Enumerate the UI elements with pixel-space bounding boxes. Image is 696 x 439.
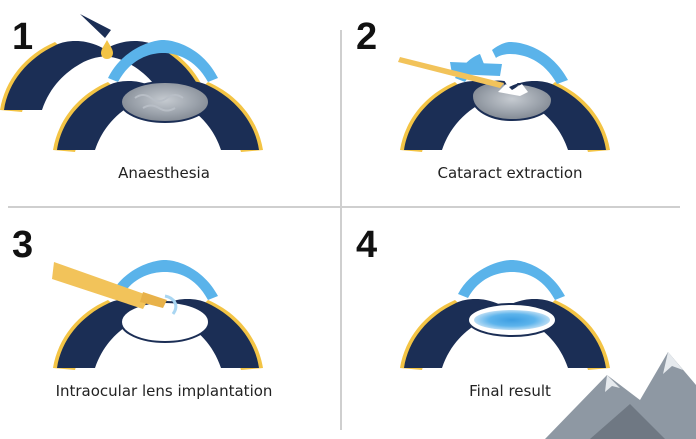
cornea-flap <box>450 62 502 76</box>
iol-haptic <box>164 294 178 315</box>
implanted-iol <box>474 310 550 330</box>
panel-2 <box>400 42 610 152</box>
cornea <box>458 260 565 300</box>
injector-tip <box>140 292 167 308</box>
panel-1 <box>53 40 263 152</box>
iris-left <box>4 41 112 110</box>
step-number-1: 1 <box>12 16 34 58</box>
step-number-4: 4 <box>356 224 378 266</box>
empty-capsule <box>120 301 210 343</box>
mountain-watermark-icon <box>545 352 696 439</box>
caption-iol-implantation: Intraocular lens implantation <box>55 382 273 400</box>
lens-texture <box>134 94 184 112</box>
cornea <box>108 40 218 82</box>
cornea <box>492 42 568 84</box>
caption-cataract-extraction: Cataract extraction <box>437 164 583 182</box>
capsule-gap <box>498 84 528 96</box>
caption-final-result: Final result <box>469 382 551 400</box>
drop <box>101 40 113 59</box>
injector-tool <box>52 262 150 309</box>
cataract-lens <box>120 81 210 123</box>
step-number-3: 3 <box>12 224 34 266</box>
cornea <box>111 260 218 300</box>
caption-anaesthesia: Anaesthesia <box>118 164 210 182</box>
panel-4 <box>400 260 610 370</box>
step-number-2: 2 <box>356 16 378 58</box>
probe-tool <box>398 57 504 88</box>
dropper-icon <box>80 14 111 38</box>
